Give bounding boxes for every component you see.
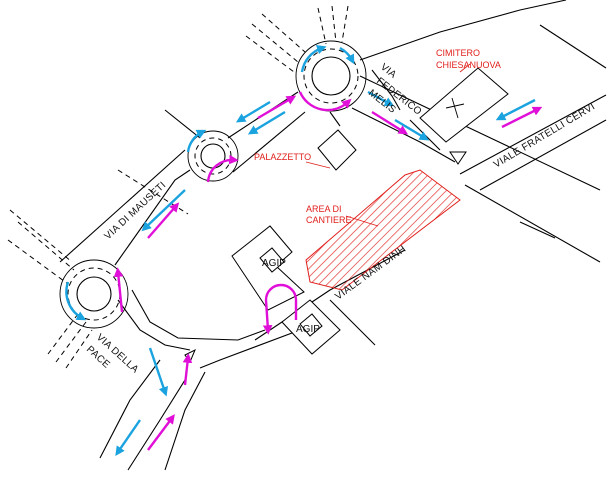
cemetery-building	[419, 67, 509, 143]
road-edges	[59, 0, 607, 471]
label-area-cantiere-1: AREA DI	[306, 204, 342, 214]
construction-area	[305, 169, 461, 291]
label-viale-fratelli-cervi: VIALE FRATELLI CERVI	[492, 101, 597, 170]
label-agip-1: AGIP	[262, 258, 286, 269]
roundabout-1	[59, 259, 129, 329]
traffic-flow-magenta	[113, 91, 543, 451]
side-streets	[7, 5, 349, 369]
label-agip-2: AGIP	[296, 324, 320, 335]
cross-icon	[451, 97, 459, 119]
label-area-cantiere-2: CANTIERE	[306, 215, 352, 225]
roundabout-2	[187, 130, 239, 182]
label-via-di-mauseti: VIA DI MAUSETI	[103, 180, 169, 242]
annotation-leaders	[305, 63, 471, 227]
label-palazzetto: PALAZZETTO	[254, 152, 311, 162]
palazzetto-building	[317, 129, 357, 171]
label-cimitero-2: CHIESANUOVA	[436, 60, 501, 70]
label-cimitero-1: CIMITERO	[436, 48, 480, 58]
traffic-flow-cyan	[65, 45, 536, 456]
